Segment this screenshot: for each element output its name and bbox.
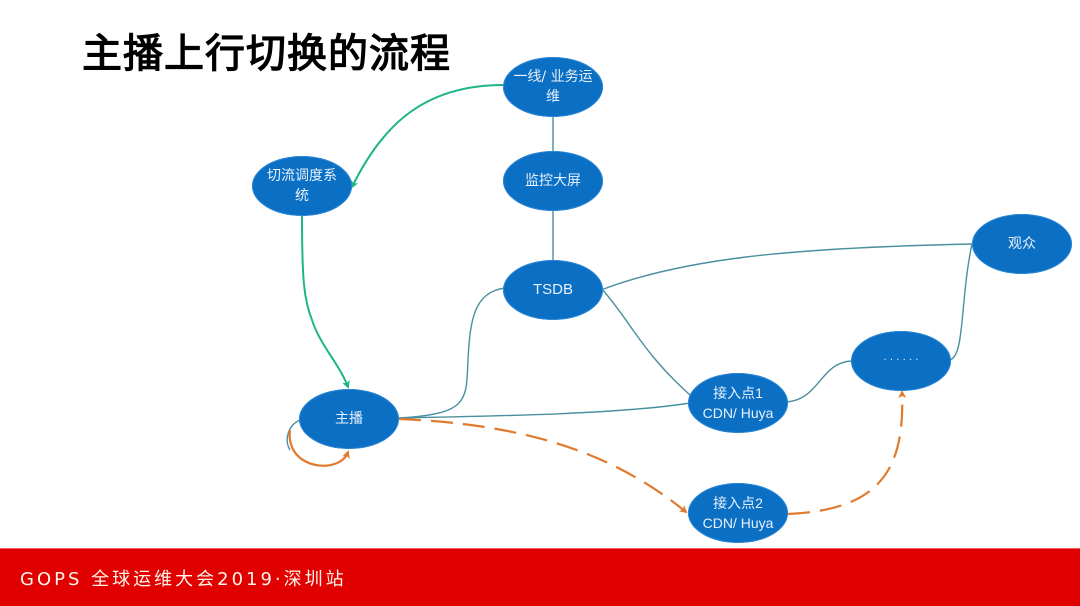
edge-anchor-self-loop [288,429,350,467]
footer-bar: GOPS 全球运维大会2019·深圳站 [0,548,1080,606]
node-monitor-screen: 监控大屏 [503,151,603,211]
edge-anchor-access2 [398,417,688,514]
edge-anchor-tsdb [398,287,506,419]
edge-access2-ellipsis [787,390,907,516]
edge-tsdb-access1 [600,287,691,396]
edge-tsdb-audience [600,243,973,291]
node-stream-scheduler: 切流调度系 统 [252,156,352,216]
node-ops: 一线/ 业务运 维 [503,57,603,117]
slide-title: 主播上行切换的流程 [82,31,451,77]
node-access-point-1: 接入点1 CDN/ Huya [688,373,788,433]
edge-ops-scheduler [351,84,504,189]
edge-scheduler-anchor [301,215,350,389]
node-audience: 观众 [972,214,1072,274]
edge-anchor-loop-teal [286,419,301,451]
edge-anchor-access1 [398,402,691,419]
node-ellipsis: · · · · · · [851,331,951,391]
node-access-point-2: 接入点2 CDN/ Huya [688,483,788,543]
footer-text: GOPS 全球运维大会2019·深圳站 [20,569,347,590]
edge-access1-ellipsis [785,360,853,403]
edge-ellipsis-audience [949,243,973,361]
node-anchor: 主播 [299,389,399,449]
node-tsdb: TSDB [503,260,603,320]
